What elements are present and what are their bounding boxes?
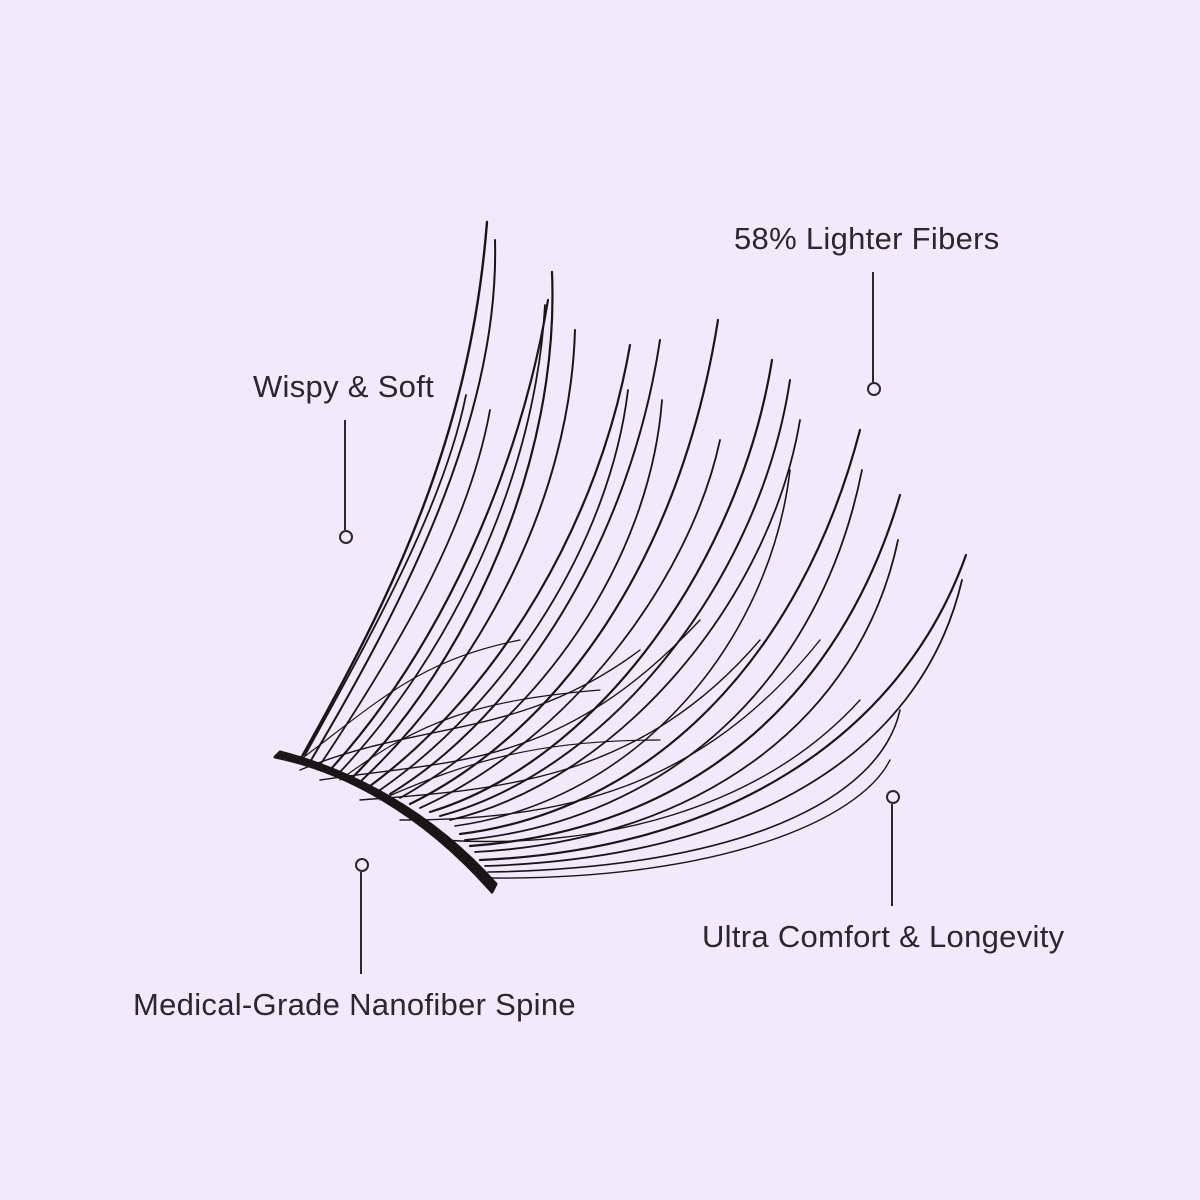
- callout-comfort-line: [891, 804, 893, 906]
- callout-nanofiber-spine: Medical-Grade Nanofiber Spine: [133, 987, 576, 1022]
- callout-wispy-dot: [339, 530, 353, 544]
- callout-spine-line: [360, 872, 362, 974]
- callout-comfort-dot: [886, 790, 900, 804]
- callout-wispy-line: [344, 420, 346, 530]
- callout-ultra-comfort: Ultra Comfort & Longevity: [702, 919, 1065, 954]
- callout-lighter-line: [872, 272, 874, 382]
- callout-lighter-fibers: 58% Lighter Fibers: [734, 221, 1000, 256]
- callout-spine-dot: [355, 858, 369, 872]
- callout-wispy-soft: Wispy & Soft: [253, 369, 435, 404]
- callout-lighter-dot: [867, 382, 881, 396]
